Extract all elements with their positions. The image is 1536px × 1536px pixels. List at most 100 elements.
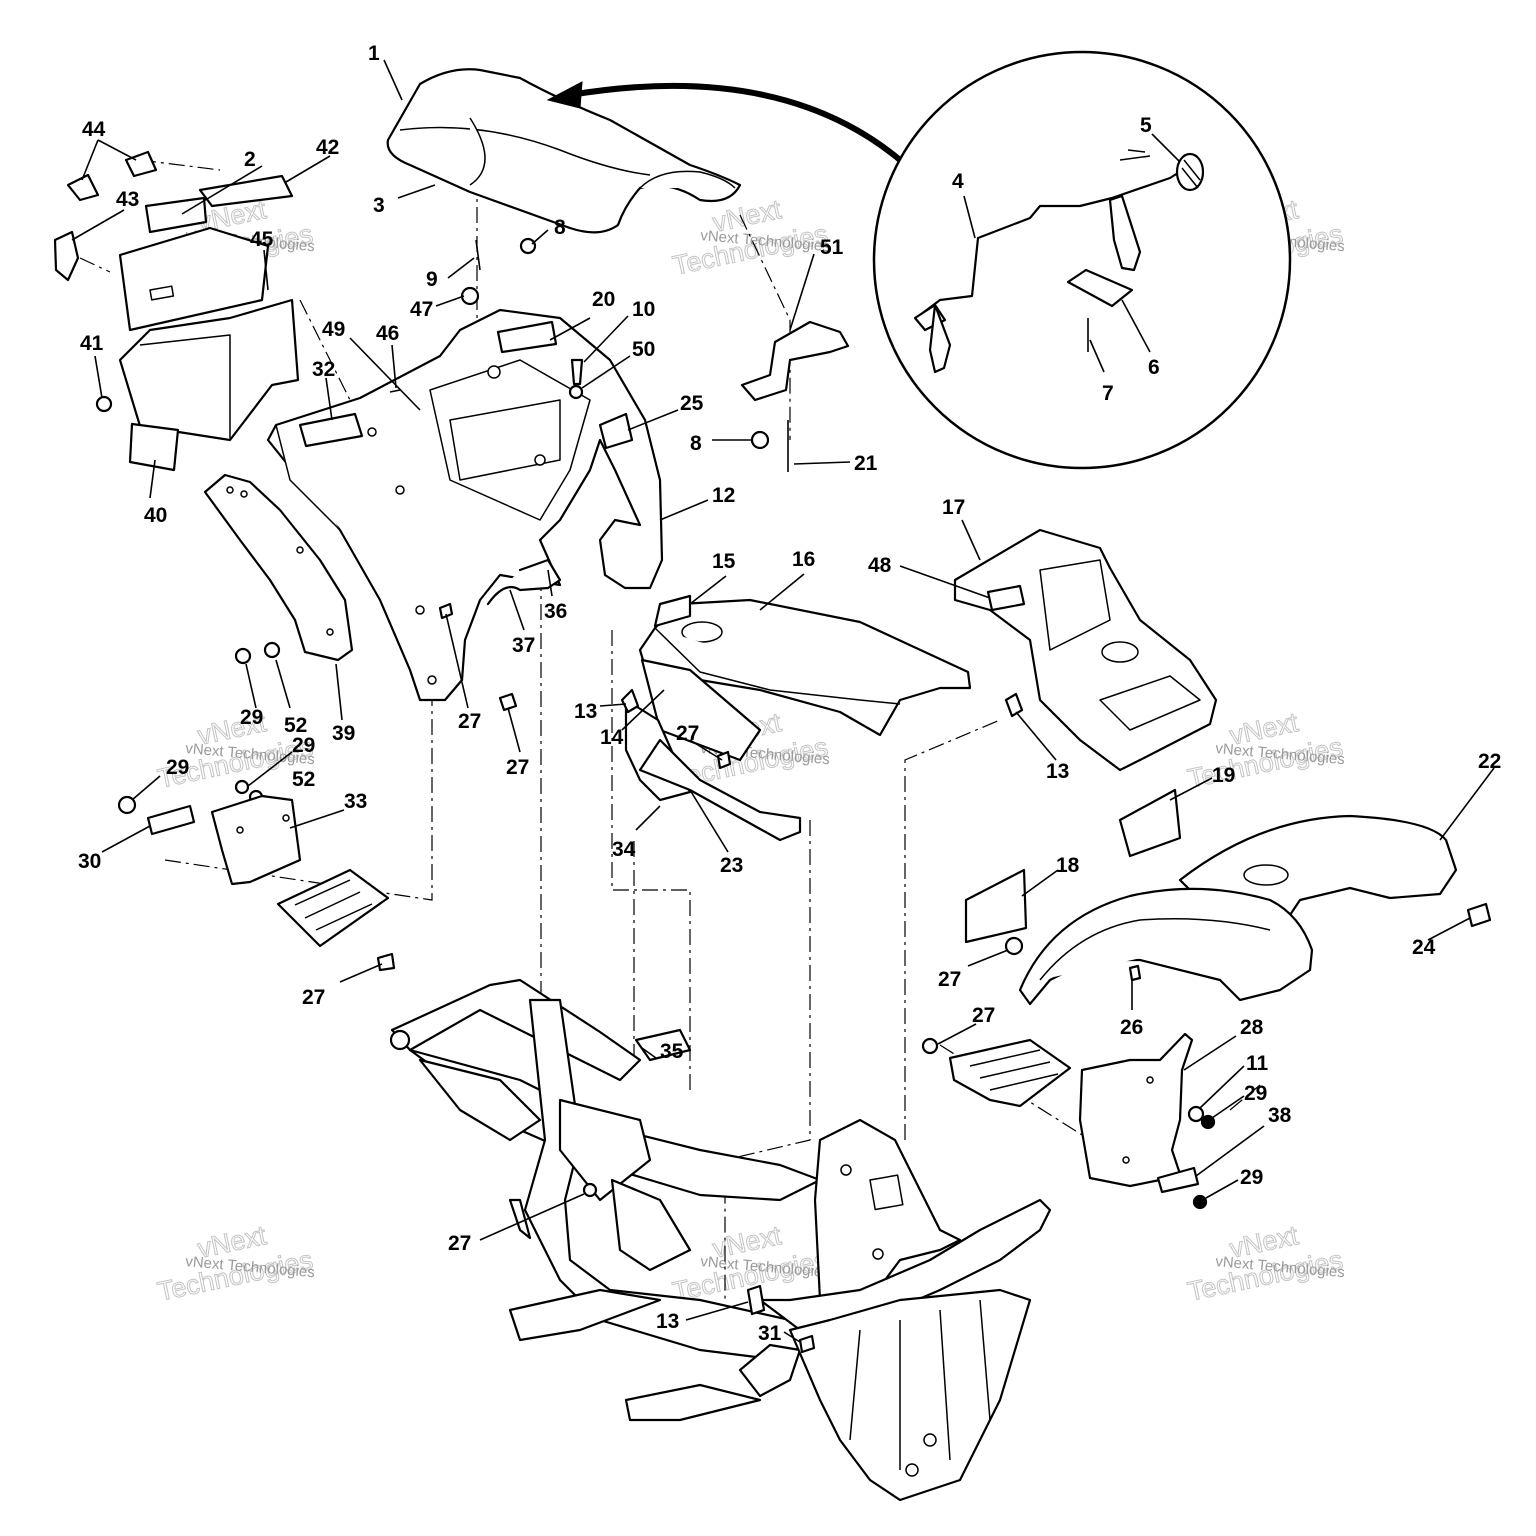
grommet-47	[460, 286, 480, 306]
leader-25	[627, 409, 679, 431]
callout-38: 38	[1268, 1104, 1292, 1127]
callout-29c: 29	[292, 734, 315, 757]
bolt-27	[438, 602, 454, 620]
washer-41	[95, 395, 113, 413]
callout-27a: 27	[458, 710, 481, 733]
leader-32	[325, 377, 333, 421]
latch-detail	[1119, 149, 1151, 161]
leader-15	[689, 575, 727, 605]
guard-hole	[282, 814, 290, 822]
nut-8b	[750, 430, 770, 450]
callout-45: 45	[250, 228, 274, 251]
fender-hole	[487, 365, 501, 379]
callout-9: 9	[426, 268, 438, 291]
callout-27f: 27	[972, 1004, 995, 1027]
frame-tube-end	[389, 1029, 411, 1051]
seat-contour	[469, 117, 486, 186]
callout-31: 31	[758, 1322, 782, 1345]
leader-28	[1183, 1035, 1237, 1071]
leader-49	[349, 337, 421, 411]
leader-14	[621, 689, 665, 731]
bolt-10	[570, 358, 584, 386]
leader-10	[583, 315, 629, 363]
bolt-27e	[921, 1037, 939, 1055]
nut-29c	[1200, 1114, 1216, 1130]
frame-front-bumper	[788, 1288, 1032, 1502]
leader-20	[549, 317, 591, 341]
washer-52	[263, 641, 281, 659]
callout-27b: 27	[506, 756, 529, 779]
callout-15: 15	[712, 550, 736, 573]
flap-hole	[326, 628, 334, 636]
callout-41: 41	[80, 332, 104, 355]
leader-21	[793, 461, 851, 465]
battery-cover-45	[118, 226, 270, 332]
flap-hole	[296, 546, 304, 554]
callout-13c: 13	[656, 1310, 679, 1333]
assembly-line	[79, 257, 111, 273]
tank-cover	[953, 528, 1218, 772]
leader-2	[181, 165, 263, 215]
leader-46	[391, 344, 397, 389]
leader-11	[1199, 1065, 1245, 1109]
latch-spring-coil	[1181, 159, 1201, 189]
bracket-51	[740, 320, 850, 402]
leader-27a	[445, 613, 469, 709]
bolt-27	[376, 952, 396, 972]
fuel-cap-hole	[1101, 641, 1139, 663]
bumper-hole	[923, 1433, 937, 1447]
frame-plate-slot	[869, 1174, 904, 1211]
frame-gusset	[418, 1058, 542, 1142]
leader-47	[435, 295, 465, 307]
callout-2: 2	[244, 148, 256, 171]
nut-13b	[1004, 692, 1024, 718]
callout-14: 14	[600, 726, 624, 749]
bracket-30	[146, 804, 196, 836]
leader-43	[71, 209, 125, 241]
washer-11	[1187, 1105, 1205, 1123]
callout-49: 49	[322, 318, 345, 341]
callout-3: 3	[373, 194, 385, 217]
label-20	[496, 320, 558, 354]
callout-26: 26	[1120, 1016, 1143, 1039]
fender-storage	[449, 399, 561, 481]
leader-27b	[507, 707, 521, 753]
label-18	[964, 868, 1028, 944]
callout-5: 5	[1140, 114, 1152, 137]
frame-crossmember	[558, 1098, 652, 1202]
splash-guard-33	[210, 794, 302, 886]
front-fenders	[964, 788, 1492, 1006]
clip-46	[389, 389, 401, 393]
leader-34	[635, 805, 661, 831]
screw-26	[1128, 964, 1142, 982]
leader-29c	[247, 751, 293, 787]
front-console	[620, 594, 972, 842]
fender-hole	[367, 427, 377, 437]
leader-23	[689, 789, 729, 853]
label-24	[1466, 902, 1492, 928]
callout-23: 23	[720, 854, 743, 877]
mud-flap	[203, 473, 354, 662]
rear-fender	[266, 237, 664, 702]
leader-41	[94, 355, 103, 399]
callout-35: 35	[660, 1040, 684, 1063]
callout-11: 11	[1246, 1052, 1269, 1075]
callout-50: 50	[632, 338, 655, 361]
assembly-line	[724, 820, 811, 1300]
callout-16: 16	[792, 548, 815, 571]
assembly-line	[611, 630, 691, 1090]
leader-19	[1169, 777, 1213, 801]
callout-32: 32	[312, 358, 335, 381]
frame-bracket	[610, 1178, 692, 1272]
label-19	[1118, 788, 1182, 858]
watermark-top-center: vNext Technologies vNext Technologies	[670, 194, 831, 282]
callout-52a: 52	[284, 714, 307, 737]
leader-27d	[689, 739, 723, 761]
callout-24: 24	[1412, 936, 1436, 959]
nut-29d	[1192, 1194, 1208, 1210]
leader-50	[581, 355, 631, 389]
callout-labels: 1 2 3 4 5 6 7 8 8 9 10 11 12 13 13 13 14…	[78, 42, 1501, 1345]
bolt-29	[117, 795, 137, 815]
guard-hole	[1146, 1076, 1154, 1084]
frame-top-rail-left	[390, 978, 642, 1082]
